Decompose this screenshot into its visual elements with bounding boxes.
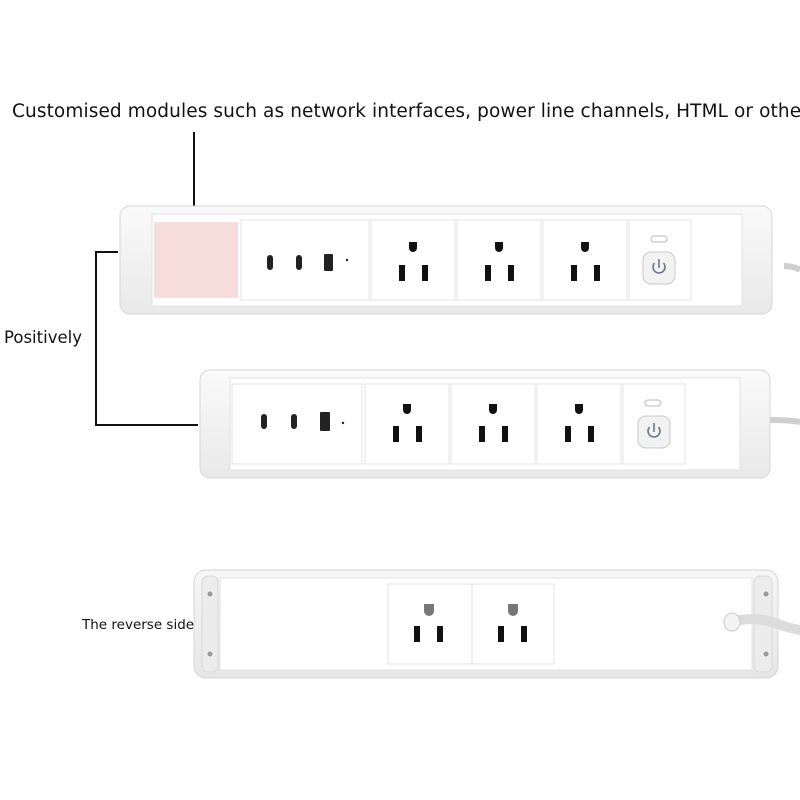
- ac-outlet: [471, 583, 555, 665]
- power-strip-front: [199, 369, 800, 479]
- ac-outlet: [450, 383, 536, 465]
- power-icon: [647, 423, 661, 438]
- usb-c-port: [296, 255, 302, 270]
- indicator-dot: [341, 421, 345, 425]
- positively-bracket-line: [95, 251, 198, 426]
- end-cap-left: [201, 575, 219, 673]
- custom-module-area: [154, 222, 238, 298]
- power-strip-front-custom: [119, 205, 800, 315]
- ac-outlet: [456, 219, 542, 301]
- status-led: [650, 235, 668, 243]
- usb-c-port: [267, 255, 273, 270]
- headline-caption: Customised modules such as network inter…: [12, 101, 800, 122]
- ac-outlet: [370, 219, 456, 301]
- ac-outlet: [364, 383, 450, 465]
- usb-c-port: [291, 414, 297, 429]
- positively-caption: Positively: [4, 328, 82, 347]
- cord-grommet: [723, 612, 741, 632]
- indicator-dot: [345, 258, 349, 262]
- power-cord: [727, 614, 800, 635]
- usb-a-port: [320, 412, 330, 431]
- power-cord: [769, 417, 800, 425]
- reverse-side-caption: The reverse side: [82, 617, 195, 633]
- ac-outlet: [387, 583, 473, 665]
- power-strip-reverse: [193, 569, 800, 679]
- usb-a-port: [324, 254, 333, 271]
- power-cord: [783, 263, 800, 273]
- ac-outlet: [536, 383, 622, 465]
- usb-module: [240, 219, 370, 301]
- ac-outlet: [542, 219, 628, 301]
- status-led: [644, 399, 662, 407]
- usb-module: [231, 383, 363, 465]
- power-icon: [652, 259, 666, 274]
- usb-c-port: [261, 414, 267, 429]
- power-switch-module: [628, 219, 692, 301]
- power-switch-module: [622, 383, 686, 465]
